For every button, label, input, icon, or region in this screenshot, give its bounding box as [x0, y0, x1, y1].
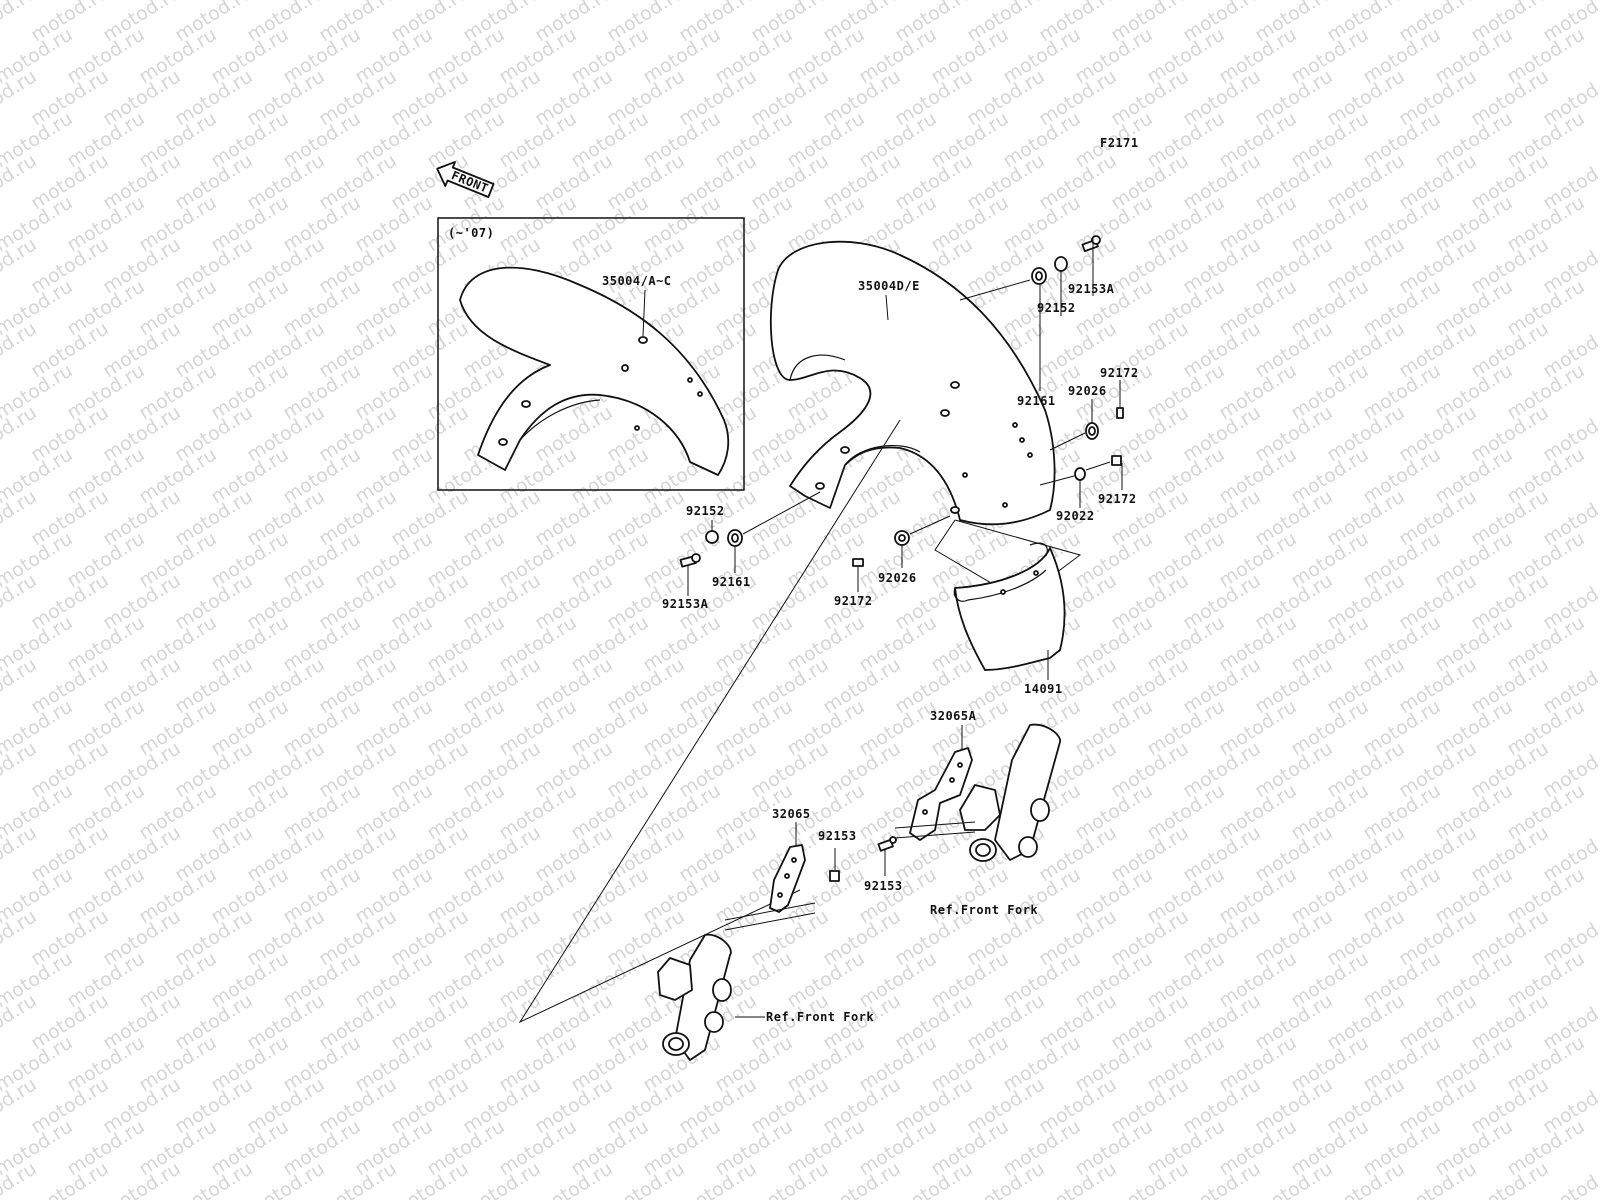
label-92026-bottom: 92026 — [878, 571, 917, 585]
label-35004-a-c: 35004/A~C — [602, 274, 672, 288]
inset-box — [437, 217, 745, 491]
label-92161-top: 92161 — [1017, 394, 1056, 408]
bolt-92172-bottom-icon — [852, 558, 864, 592]
label-92152-left: 92152 — [686, 504, 725, 518]
label-92153-right: 92153 — [864, 879, 903, 893]
bolt-92153-left-icon — [829, 848, 840, 882]
front-fork-right — [894, 723, 1061, 862]
collar-92152-left-icon — [705, 530, 719, 544]
label-92026-top: 92026 — [1068, 384, 1107, 398]
label-92153-left: 92153 — [818, 829, 857, 843]
bracket-32065a — [909, 747, 973, 841]
label-ref-fork-right: Ref.Front Fork — [930, 903, 1038, 917]
label-92172-bottom: 92172 — [834, 594, 873, 608]
bolt-92153a-top-icon — [1081, 235, 1101, 253]
front-fork-left — [657, 902, 816, 1061]
label-32065: 32065 — [772, 807, 811, 821]
label-ref-fork-left: Ref.Front Fork — [766, 1010, 874, 1024]
label-92022: 92022 — [1056, 509, 1095, 523]
front-fender-early — [459, 266, 730, 476]
label-35004d-e: 35004D/E — [858, 279, 920, 293]
bolt-92153-right-icon — [877, 836, 897, 852]
label-92172-top: 92172 — [1100, 366, 1139, 380]
label-92153a-left: 92153A — [662, 597, 709, 611]
label-92161-left: 92161 — [712, 575, 751, 589]
bolt-92153a-left-icon — [679, 553, 701, 568]
label-92152-top: 92152 — [1037, 301, 1076, 315]
label-14091: 14091 — [1024, 682, 1063, 696]
label-32065a: 32065A — [930, 709, 977, 723]
label-92172-mid: 92172 — [1098, 492, 1137, 506]
washer-92022-icon — [1074, 467, 1086, 481]
bolt-92172-mid-icon — [1111, 455, 1123, 490]
label-92153a-top: 92153A — [1068, 282, 1115, 296]
bracket-32065 — [769, 844, 806, 913]
bolt-92172-top-icon — [1116, 380, 1124, 419]
collar-92152-top-icon — [1054, 256, 1068, 272]
mud-flap-14091 — [953, 542, 1066, 671]
inset-label: (~'07) — [448, 226, 494, 240]
figure-code: F2171 — [1100, 136, 1139, 150]
